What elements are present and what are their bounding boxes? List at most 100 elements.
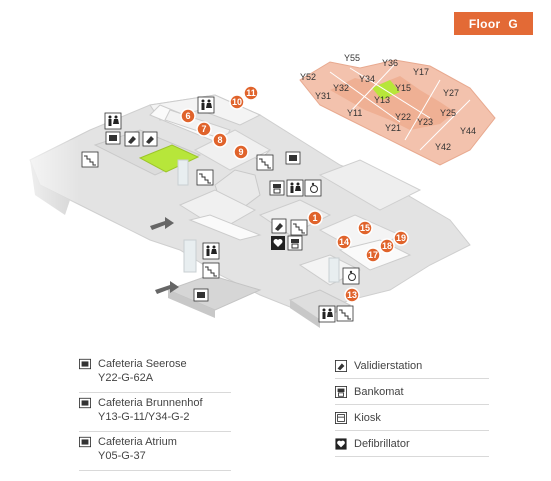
building-label: Y15 (395, 83, 411, 93)
floor-value: G (508, 16, 519, 31)
cafeteria-room: Y05-G-37 (98, 450, 146, 462)
service-label: Bankomat (354, 385, 404, 398)
atm-icon (287, 235, 303, 251)
cafeteria-name: Cafeteria Brunnenhof (98, 397, 203, 409)
svg-text:1: 1 (312, 213, 317, 223)
toilet-icon (286, 179, 304, 197)
toilet-icon (202, 242, 220, 260)
validation-station-icon (271, 218, 287, 234)
campus-overview-map (299, 59, 496, 166)
cafeteria-icon (285, 151, 301, 165)
cafeteria-icon (79, 436, 91, 448)
validation-station-icon (124, 131, 140, 147)
cafeteria-room: Y13-G-11/Y34-G-2 (98, 411, 190, 423)
svg-text:7: 7 (201, 124, 206, 134)
building-labels: Y55 Y36 Y17 Y52 Y34 Y15 Y31 Y32 Y27 Y13 … (300, 53, 476, 152)
building-label: Y21 (385, 123, 401, 133)
accessible-toilet-icon (304, 179, 322, 197)
location-marker[interactable]: 19 (393, 230, 409, 246)
stairs-icon (290, 219, 308, 236)
cafeteria-area-highlight (138, 144, 200, 173)
cafeteria-icon (105, 131, 121, 145)
service-legend-item[interactable]: Defibrillator (335, 431, 489, 457)
svg-text:10: 10 (232, 97, 242, 107)
location-marker[interactable]: 14 (336, 234, 352, 250)
building-label: Y27 (443, 88, 459, 98)
stairs-icon (256, 154, 274, 171)
building-label: Y17 (413, 67, 429, 77)
building-label: Y44 (460, 126, 476, 136)
validation-station-icon (142, 131, 158, 147)
service-label: Defibrillator (354, 437, 410, 450)
svg-text:11: 11 (246, 88, 256, 98)
cafeteria-name: Cafeteria Seerose (98, 358, 187, 370)
cafeteria-icon (79, 358, 91, 370)
building-label: Y34 (359, 74, 375, 84)
location-marker[interactable]: 7 (196, 121, 212, 137)
building-label: Y52 (300, 72, 316, 82)
toilet-icon (104, 112, 122, 130)
building-label: Y22 (395, 112, 411, 122)
validation-station-icon (335, 360, 347, 372)
svg-text:6: 6 (185, 111, 190, 121)
atm-icon (269, 180, 285, 196)
building-label: Y36 (382, 58, 398, 68)
location-marker[interactable]: 8 (212, 132, 228, 148)
svg-text:18: 18 (382, 241, 392, 251)
toilet-icon (318, 305, 336, 323)
accessible-toilet-icon (342, 267, 360, 285)
svg-text:8: 8 (217, 135, 222, 145)
stairs-icon (81, 151, 99, 168)
svg-text:17: 17 (368, 250, 378, 260)
location-marker[interactable]: 1 (307, 210, 323, 226)
floor-label: Floor (468, 16, 501, 31)
location-marker[interactable]: 6 (180, 108, 196, 124)
service-label: Kiosk (354, 411, 381, 424)
defibrillator-icon (335, 438, 347, 450)
stairs-icon (202, 262, 220, 279)
cafeteria-icon (79, 397, 91, 409)
location-marker[interactable]: 10 (229, 94, 245, 110)
stairs-icon (196, 169, 214, 186)
entrance-arrow-icon (155, 281, 179, 294)
svg-text:13: 13 (347, 290, 357, 300)
service-legend-item[interactable]: Validierstation (335, 353, 489, 379)
atm-icon (335, 386, 347, 398)
cafeteria-name: Cafeteria Atrium (98, 436, 177, 448)
building-label: Y11 (347, 108, 362, 118)
services-legend: Validierstation Bankomat Kiosk Defibrill… (335, 353, 489, 457)
service-legend-item[interactable]: Bankomat (335, 379, 489, 405)
entrance-arrow-icon (150, 217, 174, 230)
service-label: Validierstation (354, 359, 423, 372)
kiosk-icon (335, 412, 347, 424)
defibrillator-icon (271, 236, 285, 250)
location-marker[interactable]: 15 (357, 220, 373, 236)
svg-text:19: 19 (396, 233, 406, 243)
building-label: Y25 (440, 108, 456, 118)
location-marker[interactable]: 9 (233, 144, 249, 160)
location-marker[interactable]: 17 (365, 247, 381, 263)
cafeteria-room: Y22-G-62A (98, 372, 154, 384)
location-marker[interactable]: 18 (379, 238, 395, 254)
svg-text:9: 9 (238, 147, 243, 157)
service-legend-item[interactable]: Kiosk (335, 405, 489, 431)
svg-text:15: 15 (360, 223, 370, 233)
building-label: Y23 (417, 117, 433, 127)
location-marker[interactable]: 13 (344, 287, 360, 303)
building-label: Y31 (315, 91, 331, 101)
building-label: Y32 (333, 83, 349, 93)
building-label: Y42 (435, 142, 451, 152)
stairs-icon (336, 305, 354, 322)
svg-text:14: 14 (339, 237, 349, 247)
building-label: Y13 (374, 95, 390, 105)
toilet-icon (197, 96, 215, 114)
location-marker[interactable]: 11 (243, 85, 259, 101)
cafeteria-icon (193, 288, 209, 302)
floor-badge[interactable]: Floor G (454, 12, 533, 35)
building-label: Y55 (344, 53, 360, 63)
